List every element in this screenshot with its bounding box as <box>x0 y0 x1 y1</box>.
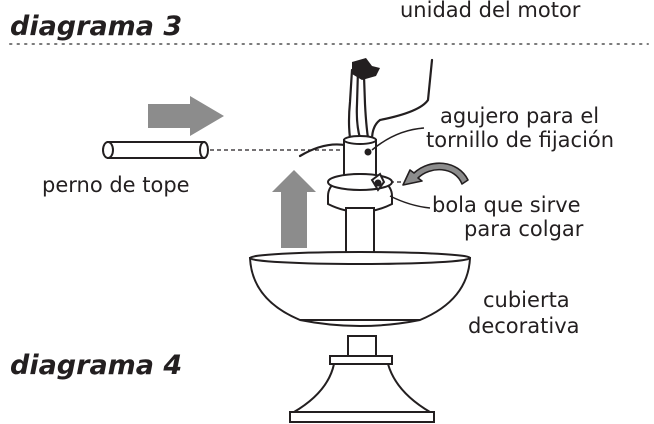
hanging-ball-label-line1: bola que sirve <box>432 193 581 217</box>
insert-arrow-right <box>148 96 224 136</box>
wire-connector <box>352 58 380 80</box>
canopy-label-line2: decorativa <box>468 314 580 338</box>
screw-hole-label-line1: agujero para el <box>440 104 600 128</box>
motor-housing <box>289 335 435 423</box>
curved-hint-arrow <box>402 162 469 186</box>
downrod-lower <box>345 207 375 259</box>
canopy-label-line1: cubierta <box>483 288 570 312</box>
lift-arrow-up <box>272 170 316 248</box>
leader-lines <box>371 127 431 209</box>
hanging-ball-shape <box>327 172 393 213</box>
motor-wires <box>298 58 434 158</box>
diagram-3-heading: diagrama 3 <box>10 11 183 42</box>
hanging-ball-label-line2: para colgar <box>464 217 584 241</box>
stop-pin-shape <box>102 141 209 159</box>
diagram-4-heading: diagrama 4 <box>10 350 183 381</box>
motor-unit-label: unidad del motor <box>400 0 581 22</box>
downrod-upper <box>343 135 377 177</box>
canopy-bowl <box>248 251 472 327</box>
stop-pin-label: perno de tope <box>42 173 190 197</box>
screw-hole-label-line2: tornillo de fijación <box>426 128 615 152</box>
